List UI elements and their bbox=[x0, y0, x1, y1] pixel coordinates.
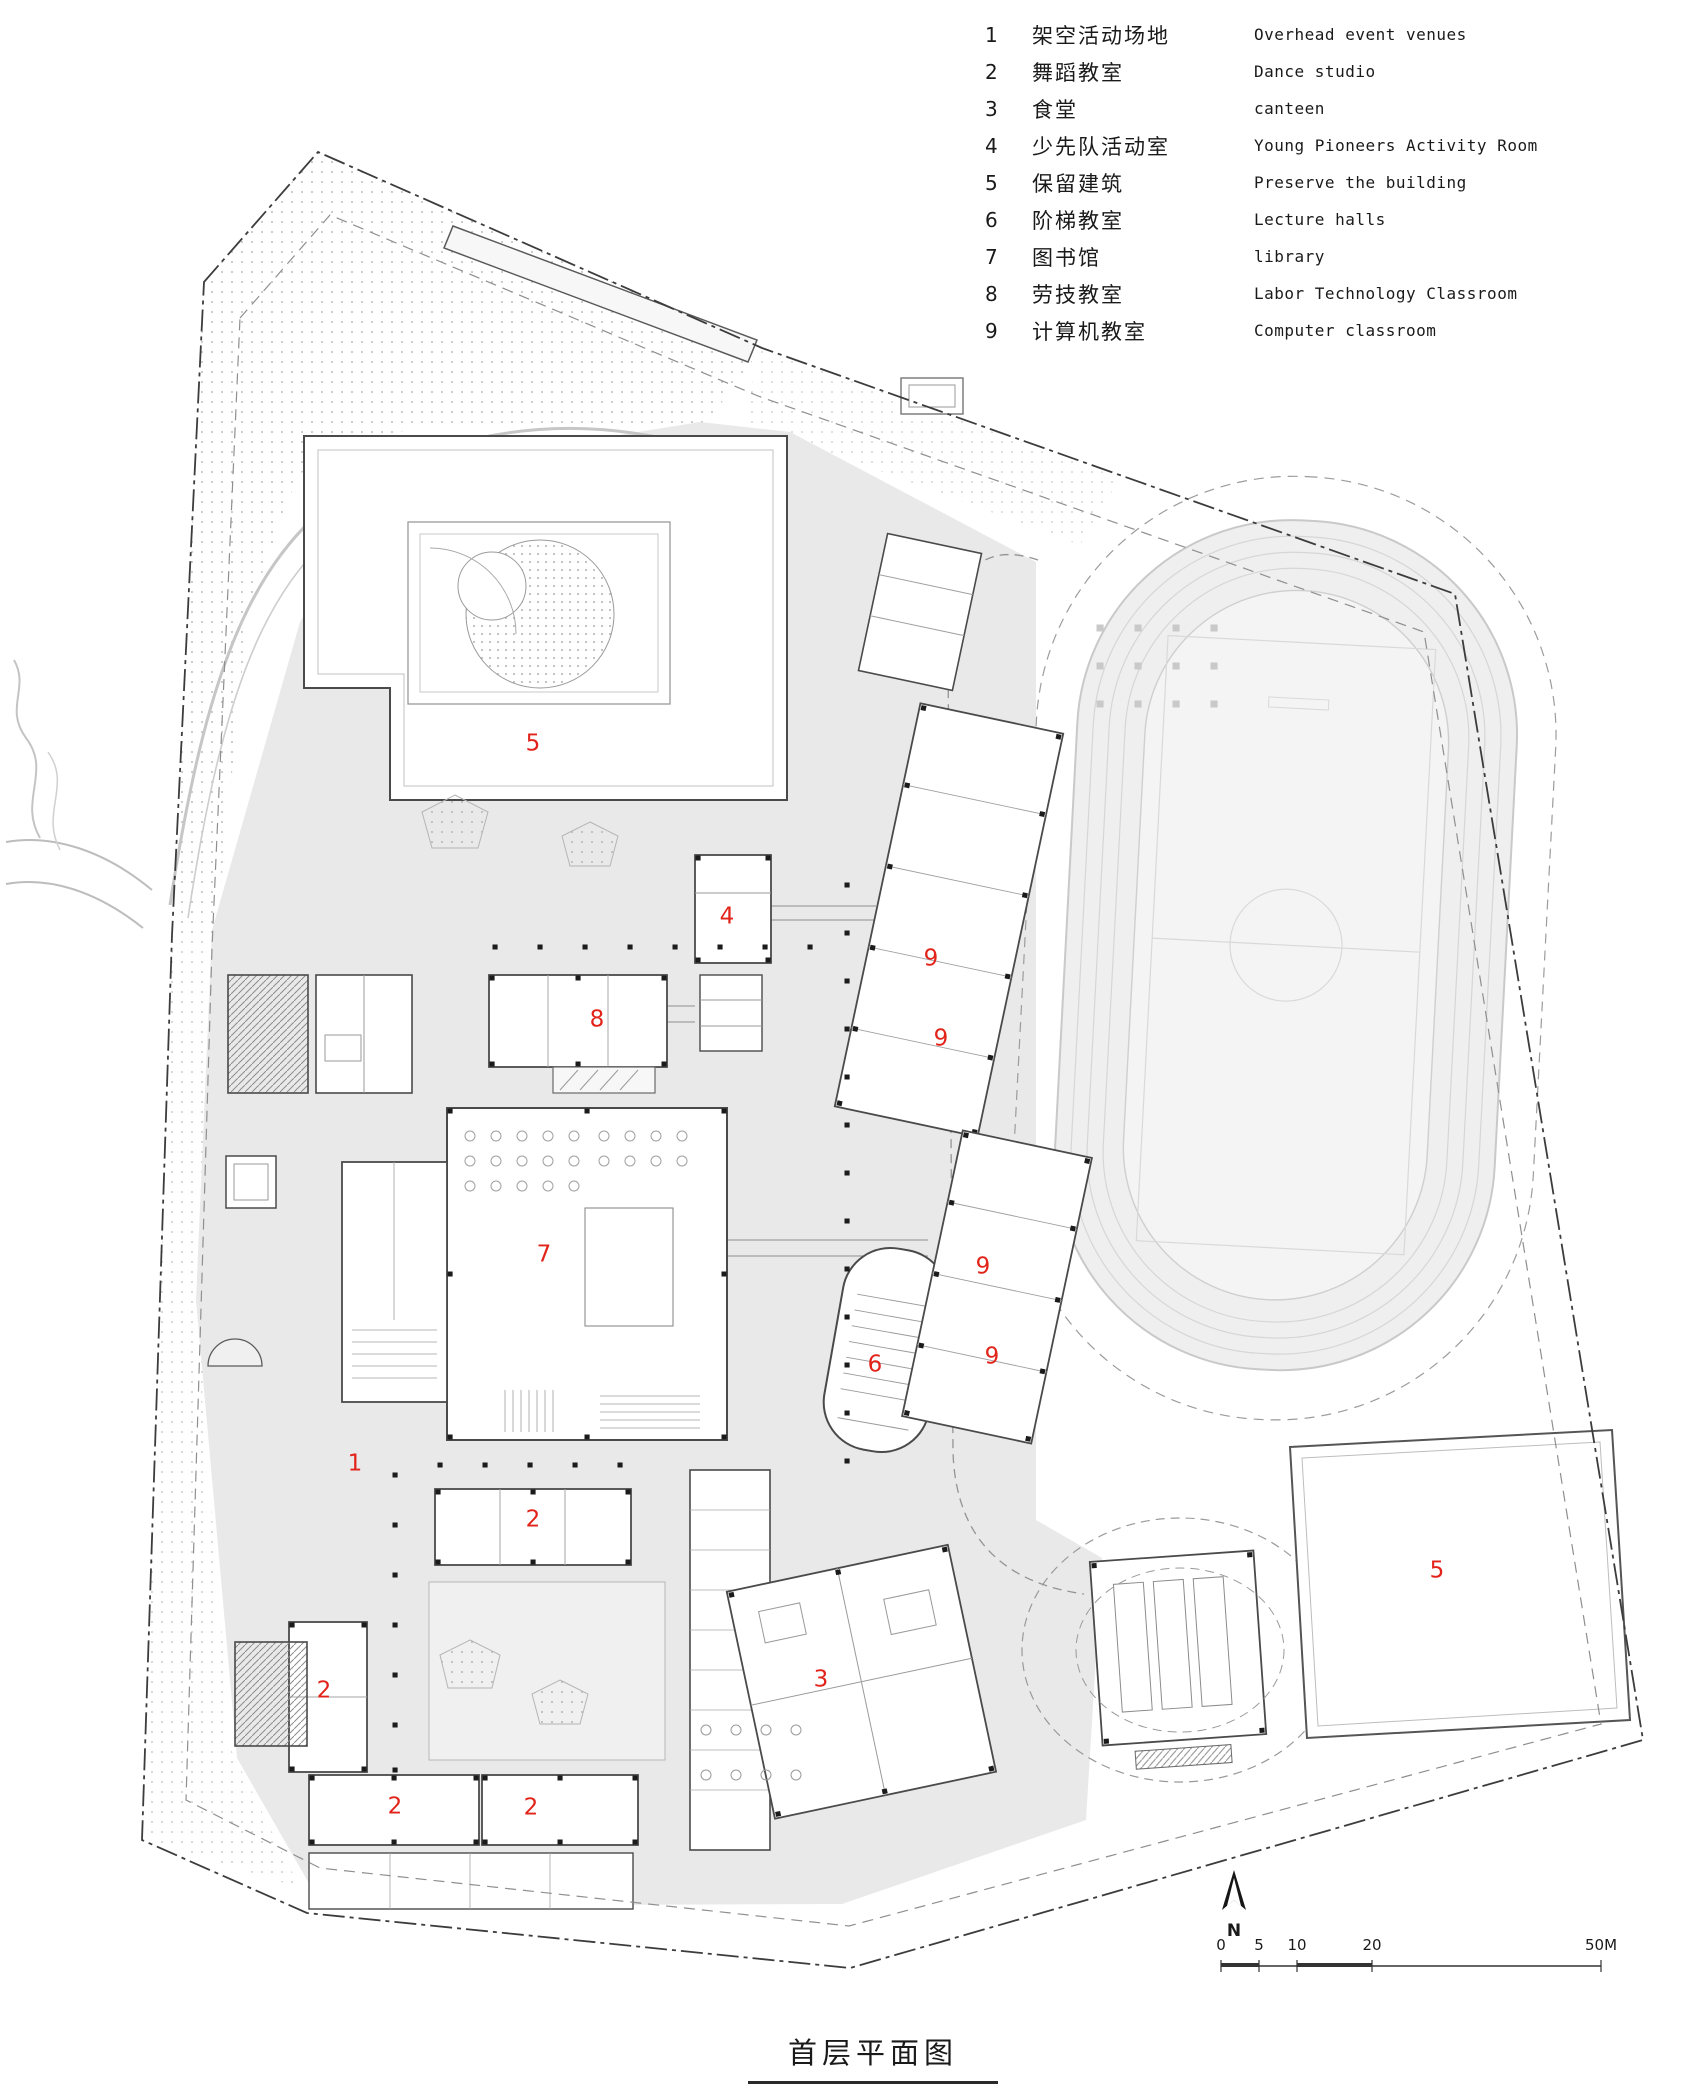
legend-en: Overhead event venues bbox=[1254, 25, 1467, 44]
plan-label: 2 bbox=[525, 1506, 541, 1533]
gym-building bbox=[1088, 1549, 1268, 1770]
legend-num: 8 bbox=[985, 281, 998, 306]
legend-en: Labor Technology Classroom bbox=[1254, 284, 1518, 303]
legend-en: Computer classroom bbox=[1254, 321, 1437, 340]
hatched-building-a bbox=[227, 974, 309, 1094]
legend-num: 3 bbox=[985, 96, 998, 121]
tree-grid bbox=[1096, 624, 1218, 708]
legend-num: 7 bbox=[985, 244, 998, 269]
legend-zh: 架空活动场地 bbox=[1032, 23, 1170, 48]
small-square-building bbox=[225, 1155, 277, 1209]
running-track bbox=[1013, 475, 1557, 1421]
scale-tick-label: 20 bbox=[1362, 1936, 1382, 1954]
legend-num: 6 bbox=[985, 207, 998, 232]
landscape-pentagon bbox=[439, 1639, 501, 1689]
plan-label: 2 bbox=[387, 1793, 403, 1820]
legend-zh: 保留建筑 bbox=[1032, 171, 1124, 196]
legend-zh: 少先队活动室 bbox=[1032, 134, 1170, 159]
computer-classroom-9a bbox=[833, 702, 1065, 1138]
plan-label: 5 bbox=[1429, 1557, 1445, 1584]
canteen-building-3 bbox=[689, 1469, 998, 1851]
legend-num: 5 bbox=[985, 170, 998, 195]
plan-label: 6 bbox=[867, 1351, 883, 1378]
legend-num: 1 bbox=[985, 22, 998, 47]
plan-label: 2 bbox=[316, 1677, 332, 1704]
legend-zh: 食堂 bbox=[1032, 97, 1078, 122]
legend-num: 9 bbox=[985, 318, 998, 343]
building-8-labor-tech bbox=[488, 974, 668, 1094]
plan-label: 7 bbox=[536, 1241, 552, 1268]
computer-classroom-9b bbox=[901, 1129, 1093, 1445]
north-label: N bbox=[1226, 1921, 1242, 1941]
column-dots bbox=[289, 855, 850, 1845]
scale-tick-label: 10 bbox=[1287, 1936, 1307, 1954]
semicircle-stage bbox=[207, 1338, 263, 1367]
legend-en: Young Pioneers Activity Room bbox=[1254, 136, 1538, 155]
legend-zh: 舞蹈教室 bbox=[1032, 60, 1124, 85]
scale-tick-label: 5 bbox=[1254, 1936, 1264, 1954]
legend-en: canteen bbox=[1254, 99, 1325, 118]
plan-label: 3 bbox=[813, 1666, 829, 1693]
preserved-building-5b bbox=[1288, 1428, 1632, 1740]
plan-label: 1 bbox=[347, 1450, 363, 1477]
scale-bar-line bbox=[1220, 1960, 1602, 1972]
plan-label: 9 bbox=[984, 1343, 1000, 1370]
building-4-young-pioneers bbox=[694, 854, 772, 1052]
mid-left-building bbox=[315, 974, 413, 1094]
legend-zh: 图书馆 bbox=[1032, 245, 1101, 270]
plan-label: 9 bbox=[923, 945, 939, 972]
scale-tick-label: 0 bbox=[1216, 1936, 1226, 1954]
entrance-gate bbox=[900, 377, 964, 415]
north-arrow-icon bbox=[1222, 1870, 1246, 1910]
north-arrow: N bbox=[1204, 1868, 1264, 1941]
plan-label: 2 bbox=[523, 1794, 539, 1821]
scale-bar: 0 5 10 20 50M bbox=[1210, 1936, 1620, 1976]
landscape-pentagon bbox=[561, 821, 619, 867]
landscape-pentagon bbox=[421, 794, 489, 849]
legend-en: Dance studio bbox=[1254, 62, 1376, 81]
plan-label: 9 bbox=[975, 1253, 991, 1280]
hatched-building-b bbox=[234, 1641, 308, 1747]
legend-num: 2 bbox=[985, 59, 998, 84]
plan-title: 首层平面图 bbox=[748, 2030, 998, 2084]
library-annex bbox=[341, 1161, 448, 1403]
plan-label: 8 bbox=[589, 1006, 605, 1033]
plan-label: 4 bbox=[719, 903, 735, 930]
plan-label: 9 bbox=[933, 1025, 949, 1052]
legend-en: library bbox=[1254, 247, 1325, 266]
site-boundary bbox=[141, 150, 1645, 1969]
plan-label: 5 bbox=[525, 730, 541, 757]
legend-num: 4 bbox=[985, 133, 998, 158]
landscape-texture bbox=[143, 152, 1120, 1888]
library-building-7 bbox=[446, 1107, 728, 1441]
campus-dashed-ring bbox=[947, 553, 1085, 1595]
legend-en: Lecture halls bbox=[1254, 210, 1386, 229]
legend-zh: 劳技教室 bbox=[1032, 282, 1124, 307]
classroom-slab-north bbox=[857, 532, 983, 692]
landscape-pentagon bbox=[531, 1679, 589, 1725]
legend-zh: 计算机教室 bbox=[1032, 319, 1147, 344]
legend-en: Preserve the building bbox=[1254, 173, 1467, 192]
legend-zh: 阶梯教室 bbox=[1032, 208, 1124, 233]
scale-tick-label: 50M bbox=[1584, 1936, 1618, 1954]
legend: 1 架空活动场地 Overhead event venues 2 舞蹈教室 Dance … bbox=[985, 16, 1538, 349]
preserved-building-5 bbox=[303, 435, 788, 801]
